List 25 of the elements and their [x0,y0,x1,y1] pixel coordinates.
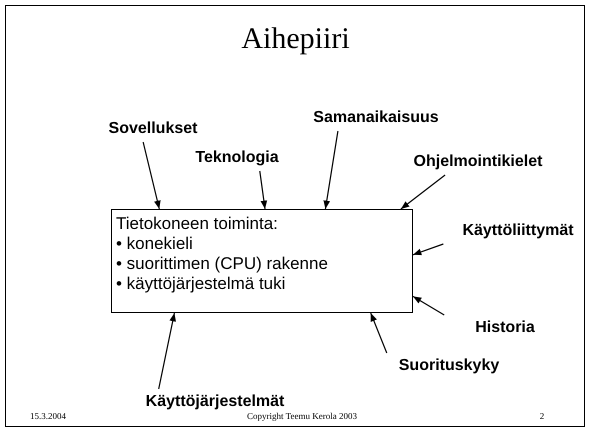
arrow [259,170,268,210]
content-box [111,209,413,313]
arrow [323,130,338,210]
topic-label: Teknologia [195,149,279,167]
topic-label: Käyttöjärjestelmät [146,393,284,411]
topic-label: Käyttöliittymät [462,222,574,240]
content-text: • käyttöjärjestelmä tuki [116,274,286,294]
page-number: 2 [540,411,544,421]
content-text: • suorittimen (CPU) rakenne [116,254,329,274]
content-text: • konekieli [116,234,194,254]
topic-label: Samanaikaisuus [313,109,439,127]
footer-copyright: Copyright Teemu Kerola 2003 [247,411,357,421]
arrow [400,174,446,210]
arrow [158,312,176,390]
slide-title: Aihepiiri [240,22,351,56]
arrow [412,243,444,256]
content-text: Tietokoneen toiminta: [116,214,279,234]
topic-label: Ohjelmointikielet [414,153,542,171]
topic-label: Historia [475,319,535,337]
arrow [370,312,388,354]
arrow [142,142,161,210]
topic-label: Suorituskyky [398,357,500,375]
footer-date: 15.3.2004 [30,411,66,421]
arrow [412,296,445,316]
topic-label: Sovellukset [108,120,198,138]
